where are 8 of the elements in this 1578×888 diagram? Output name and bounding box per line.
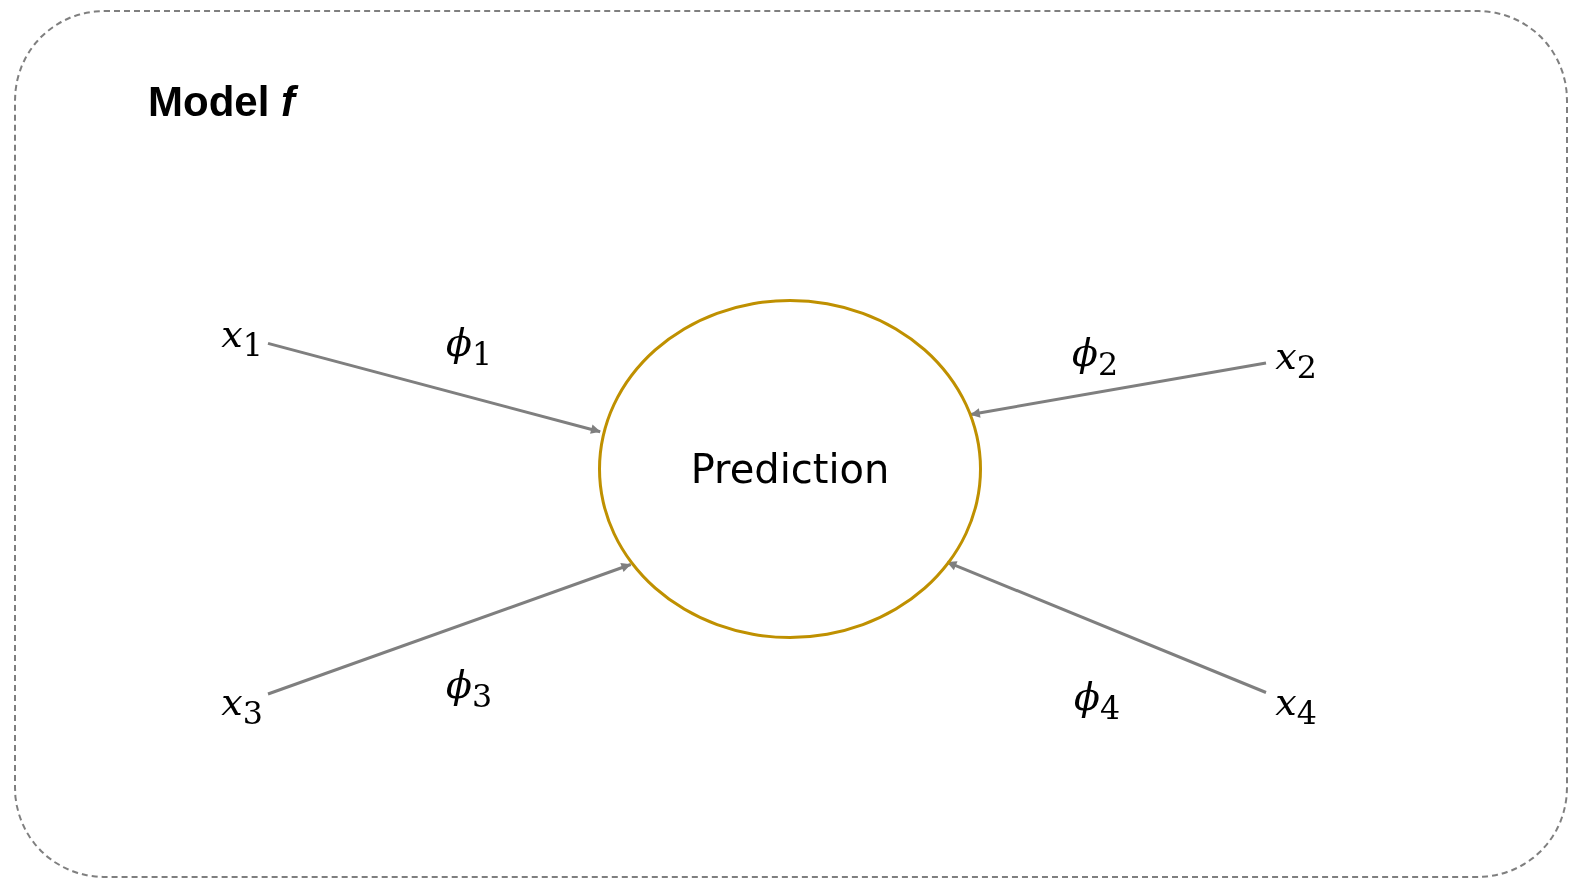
arrow: [970, 361, 1267, 418]
input-variable: x$_{1}$: [214, 314, 270, 362]
prediction-ellipse: Prediction: [598, 299, 982, 639]
input-variable: x$_{3}$: [214, 682, 270, 730]
input-variable: x$_{2}$: [1268, 336, 1324, 384]
arrow: [267, 341, 601, 434]
input-variable: x$_{4}$: [1268, 682, 1324, 730]
arrow: [267, 562, 632, 696]
